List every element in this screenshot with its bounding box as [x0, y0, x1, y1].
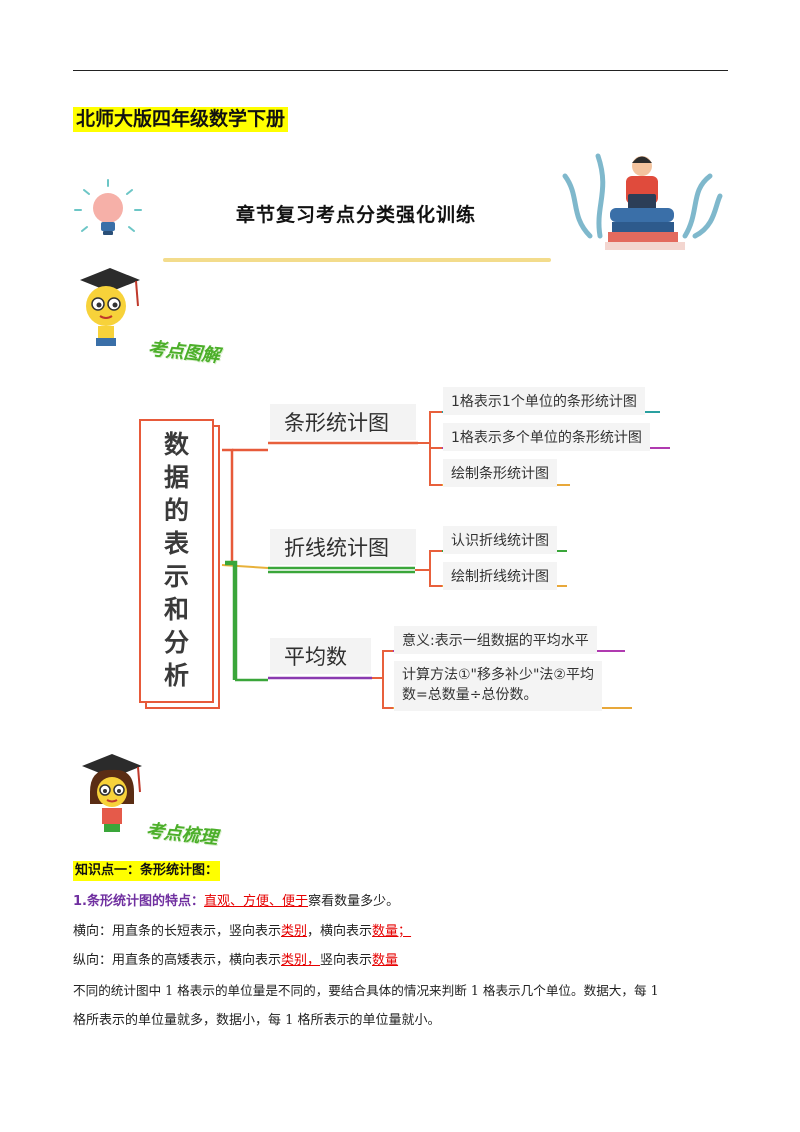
vertical-mid: 竖向表示 — [320, 953, 373, 968]
leaf-bar-multi-unit: 1格表示多个单位的条形统计图 — [443, 423, 650, 451]
mindmap-center-box — [139, 419, 214, 703]
leaf-average-method-line1: 计算方法①"移多补少"法②平均 — [402, 667, 594, 683]
section-label-summary: 考点梳理 — [144, 820, 219, 849]
horizontal-mid: ，横向表示 — [307, 924, 373, 939]
center-char: 据 — [163, 463, 189, 492]
mindmap-center-title: 数 据 的 表 示 和 分 析 — [139, 428, 214, 692]
chapter-title: 章节复习考点分类强化训练 — [236, 204, 477, 226]
vertical-line: 纵向：用直条的高矮表示，横向表示类别，竖向表示数量 — [73, 951, 398, 971]
keyword-sep: 、 — [269, 894, 283, 909]
knowledge-point-title: 知识点一：条形统计图： — [73, 861, 221, 881]
center-char: 析 — [163, 661, 189, 690]
paragraph-line2: 格所表示的单位量就多，数据小，每 1 格所表示的单位量就小。 — [73, 1013, 441, 1028]
center-char: 分 — [163, 628, 189, 657]
center-char: 数 — [163, 430, 189, 459]
vertical-pre: 纵向：用直条的高矮表示，横向表示 — [73, 953, 282, 968]
mascot-boy-icon — [80, 268, 140, 346]
reading-person-illustration — [562, 153, 723, 250]
leaf-bar-one-unit: 1格表示1个单位的条形统计图 — [443, 387, 645, 415]
keyword-quantity: 数量 — [372, 953, 399, 968]
center-char: 的 — [163, 496, 189, 525]
keyword-easy: 便于 — [282, 894, 309, 909]
keyword-sep: 、 — [230, 894, 244, 909]
keyword-intuitive: 直观 — [203, 894, 230, 909]
center-char: 示 — [163, 562, 189, 591]
branch-average: 平均数 — [270, 638, 371, 674]
paragraph-line1: 不同的统计图中 1 格表示的单位量是不同的，要结合具体的情况来判断 1 格表示几… — [73, 983, 659, 998]
leaf-line-draw: 绘制折线统计图 — [443, 562, 557, 590]
top-rule — [73, 70, 728, 71]
mascot-girl-icon — [82, 754, 142, 832]
features-line: 1.条形统计图的特点：直观、方便、便于察看数量多少。 — [73, 892, 399, 912]
title-underline — [163, 258, 551, 262]
leaf-average-method-line2: 数=总数量÷总份数。 — [402, 687, 538, 703]
branch-line-chart: 折线统计图 — [270, 529, 416, 565]
leaf-average-method: 计算方法①"移多补少"法②平均 数=总数量÷总份数。 — [394, 661, 602, 711]
keyword-convenient: 方便 — [243, 894, 270, 909]
lightbulb-icon — [74, 179, 142, 235]
horizontal-pre: 横向：用直条的长短表示，竖向表示 — [73, 924, 282, 939]
branch-bar-chart: 条形统计图 — [270, 404, 416, 440]
features-tail: 察看数量多少。 — [308, 894, 400, 909]
leaf-average-meaning: 意义:表示一组数据的平均水平 — [394, 626, 597, 654]
leaf-bar-draw: 绘制条形统计图 — [443, 459, 557, 487]
keyword-quantity: 数量； — [372, 924, 412, 939]
center-char: 和 — [163, 595, 189, 624]
features-label: 1.条形统计图的特点： — [73, 894, 204, 909]
leaf-line-know: 认识折线统计图 — [443, 526, 557, 554]
horizontal-line: 横向：用直条的长短表示，竖向表示类别，横向表示数量； — [73, 922, 411, 942]
keyword-category: 类别 — [281, 924, 308, 939]
keyword-category: 类别， — [281, 953, 321, 968]
center-char: 表 — [163, 529, 189, 558]
grade-title: 北师大版四年级数学下册 — [73, 107, 289, 132]
